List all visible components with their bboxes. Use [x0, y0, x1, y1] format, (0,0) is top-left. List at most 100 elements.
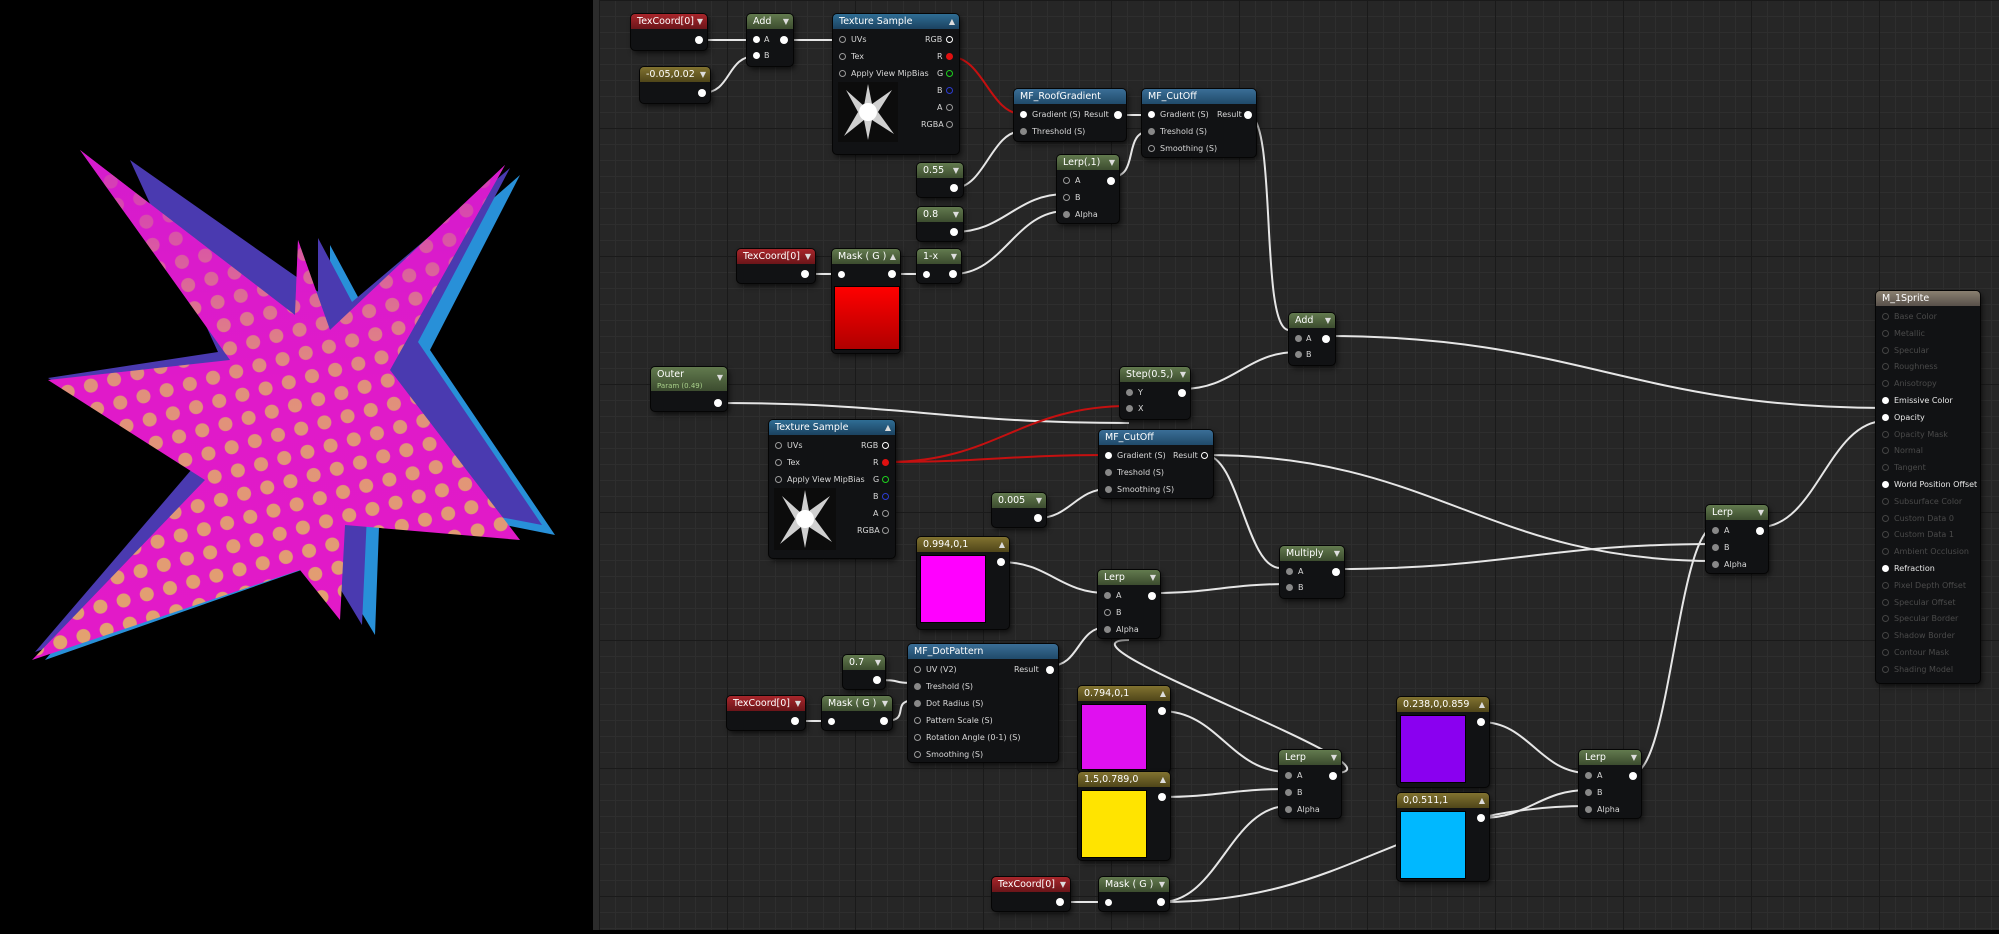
chevron-down-icon[interactable]: ▼ [1757, 508, 1764, 517]
input-pin-alpha[interactable] [1104, 626, 1111, 633]
output-pin[interactable] [888, 270, 896, 278]
mask-g-node-bottom[interactable]: Mask ( G )▼ [1099, 877, 1169, 911]
input-pin-uvs[interactable] [839, 36, 846, 43]
chevron-down-icon[interactable]: ▼ [1179, 370, 1186, 379]
chevron-down-icon[interactable]: ▲ [1478, 796, 1485, 805]
chevron-down-icon[interactable]: ▼ [1035, 496, 1042, 505]
chevron-down-icon[interactable]: ▼ [1630, 753, 1637, 762]
material-input-pin[interactable] [1882, 380, 1889, 388]
input-pin-uv[interactable] [914, 666, 921, 673]
input-pin[interactable] [838, 271, 845, 278]
output-pin[interactable] [1178, 389, 1186, 397]
input-pin-b[interactable] [1104, 609, 1111, 616]
cutoff-function-node-mid[interactable]: MF_CutOff Gradient (S) Treshold (S) Smoo… [1099, 430, 1213, 498]
chevron-down-icon[interactable]: ▼ [1059, 880, 1066, 889]
input-pin-tex[interactable] [839, 53, 846, 60]
input-pin-gradient[interactable] [1105, 452, 1112, 459]
texcoord-node-low[interactable]: TexCoord[0]▼ [727, 696, 805, 730]
output-pin-b[interactable] [946, 87, 953, 94]
output-pin[interactable] [1148, 592, 1156, 600]
texture-sample-node-mid[interactable]: Texture Sample▲ UVs Tex Apply View MipBi… [769, 420, 895, 558]
material-input-pin[interactable] [1882, 313, 1889, 320]
chevron-down-icon[interactable]: ▼ [1333, 549, 1340, 558]
lerp-node-color[interactable]: Lerp▼ A B Alpha [1579, 750, 1641, 818]
input-pin-pattern-scale[interactable] [914, 717, 921, 724]
output-pin-b[interactable] [882, 493, 889, 500]
material-input-pin[interactable] [1882, 363, 1889, 371]
input-pin-alpha[interactable] [1285, 806, 1292, 813]
input-pin-smoothing[interactable] [1148, 145, 1155, 152]
input-pin-mipbias[interactable] [839, 70, 846, 77]
output-pin[interactable] [950, 228, 958, 236]
output-pin[interactable] [950, 184, 958, 192]
input-pin-threshold[interactable] [914, 683, 921, 690]
chevron-down-icon[interactable]: ▲ [948, 17, 955, 26]
output-pin[interactable] [949, 270, 957, 278]
material-input-pin[interactable] [1882, 548, 1889, 556]
material-input-pin[interactable] [1882, 346, 1889, 354]
material-input-pin[interactable] [1882, 649, 1889, 656]
output-pin[interactable] [997, 558, 1005, 566]
chevron-down-icon[interactable]: ▼ [952, 166, 959, 175]
input-pin-b[interactable] [1285, 789, 1292, 796]
input-pin[interactable] [923, 271, 930, 278]
output-pin[interactable] [1322, 335, 1330, 343]
input-pin-rotation[interactable] [914, 734, 921, 741]
input-pin-tex[interactable] [775, 459, 782, 466]
chevron-down-icon[interactable]: ▲ [998, 540, 1005, 549]
material-input-pin[interactable] [1882, 598, 1889, 606]
input-pin-uvs[interactable] [775, 442, 782, 449]
chevron-down-icon[interactable]: ▼ [952, 210, 959, 219]
material-input-pin[interactable] [1882, 665, 1889, 673]
input-pin-a[interactable] [1585, 772, 1592, 779]
output-pin[interactable] [880, 717, 888, 725]
input-pin-a[interactable] [1104, 592, 1111, 599]
output-pin-rgb[interactable] [946, 36, 953, 43]
output-pin[interactable] [1201, 452, 1208, 459]
chevron-down-icon[interactable]: ▼ [1108, 158, 1115, 167]
input-pin-a[interactable] [1063, 177, 1070, 184]
output-pin[interactable] [791, 717, 799, 725]
input-pin-y[interactable] [1126, 389, 1133, 396]
lerp-node-top[interactable]: Lerp(,1)▼ A B Alpha [1057, 155, 1119, 223]
add-node-mid[interactable]: Add▼ A B [1289, 313, 1335, 365]
chevron-down-icon[interactable]: ▼ [881, 699, 888, 708]
output-pin[interactable] [1158, 793, 1166, 801]
input-pin-a[interactable] [753, 36, 760, 43]
input-pin-b[interactable] [753, 52, 760, 59]
chevron-down-icon[interactable]: ▼ [716, 373, 723, 382]
output-pin[interactable] [801, 270, 809, 278]
chevron-down-icon[interactable]: ▼ [794, 699, 801, 708]
color-constant-purple-node[interactable]: 0.238,0,0.859▲ [1397, 697, 1489, 787]
constant-0005-node[interactable]: 0.005▼ [992, 493, 1046, 527]
chevron-down-icon[interactable]: ▼ [782, 17, 789, 26]
sprite-preview-viewport[interactable] [0, 0, 593, 930]
material-graph-canvas[interactable]: TexCoord[0]▼ -0.05,0.02▼ Add▼ A B Textur… [599, 0, 1999, 930]
input-pin-b[interactable] [1712, 544, 1719, 551]
material-input-pin[interactable] [1882, 632, 1889, 640]
mask-g-node-top[interactable]: Mask ( G )▲ [832, 249, 900, 353]
material-input-pin[interactable] [1882, 397, 1889, 404]
output-pin[interactable] [1629, 772, 1637, 780]
one-minus-node[interactable]: 1-x▼ [917, 249, 961, 283]
output-pin-r[interactable] [882, 459, 889, 466]
chevron-down-icon[interactable]: ▲ [884, 423, 891, 432]
constant2-node[interactable]: -0.05,0.02▼ [640, 67, 710, 103]
output-pin-rgba[interactable] [882, 527, 889, 534]
input-pin-a[interactable] [1285, 772, 1292, 779]
texture-sample-node-top[interactable]: Texture Sample▲ UVs Tex Apply View MipBi… [833, 14, 959, 154]
constant-08-node[interactable]: 0.8▼ [917, 207, 963, 241]
output-pin-rgb[interactable] [882, 442, 889, 449]
output-pin[interactable] [780, 36, 788, 44]
dot-pattern-function-node[interactable]: MF_DotPattern UV (V2) Treshold (S) Dot R… [908, 644, 1058, 762]
input-pin-smoothing[interactable] [914, 751, 921, 758]
input-pin-threshold[interactable] [1105, 469, 1112, 476]
output-pin[interactable] [1756, 527, 1764, 535]
material-input-pin[interactable] [1882, 481, 1889, 488]
input-pin-b[interactable] [1585, 789, 1592, 796]
output-pin-rgba[interactable] [946, 121, 953, 128]
input-pin-mipbias[interactable] [775, 476, 782, 483]
chevron-down-icon[interactable]: ▼ [1158, 880, 1165, 889]
texcoord-node-mid[interactable]: TexCoord[0]▼ [737, 249, 815, 283]
